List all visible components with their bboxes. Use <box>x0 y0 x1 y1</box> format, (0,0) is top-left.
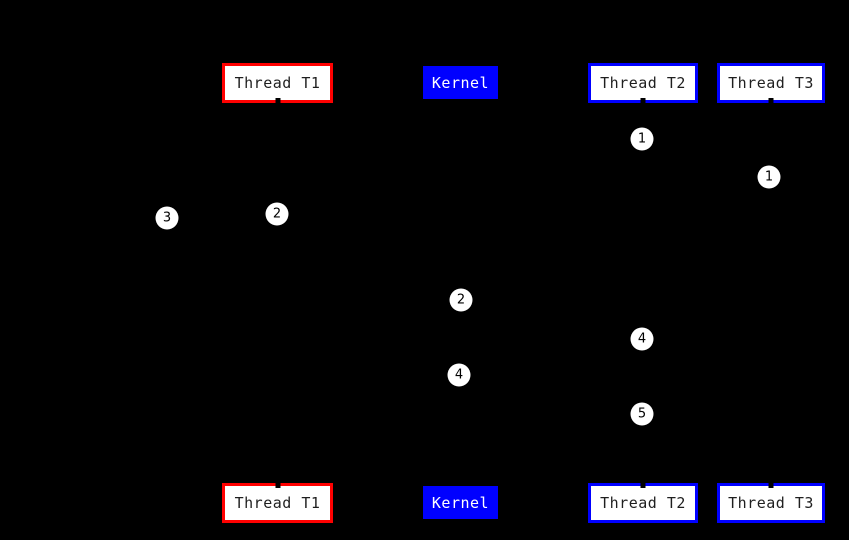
event-marker-number: 3 <box>162 210 172 226</box>
lifeline-stub <box>275 98 280 103</box>
thread-t1-label: Thread T1 <box>234 74 321 92</box>
event-marker-number: 1 <box>764 169 774 185</box>
lifeline-stub <box>640 483 646 488</box>
thread-t1-label: Thread T1 <box>234 494 321 512</box>
lifeline-stub <box>768 98 774 103</box>
lifeline-box-thread-t2-bottom: Thread T2 <box>588 483 698 523</box>
thread-t3-label: Thread T3 <box>728 74 814 92</box>
lifeline-box-thread-t3-bottom: Thread T3 <box>717 483 825 523</box>
event-marker-3: 3 <box>155 206 179 230</box>
thread-t2-label: Thread T2 <box>600 74 686 92</box>
lifeline-box-thread-t3-top: Thread T3 <box>717 63 825 103</box>
kernel-label: Kernel <box>431 493 490 512</box>
event-marker-1-thread-t3: 1 <box>757 165 781 189</box>
lifeline-stub <box>768 483 774 488</box>
event-marker-4-thread-t2: 4 <box>630 327 654 351</box>
event-marker-number: 1 <box>637 131 647 147</box>
thread-t3-label: Thread T3 <box>728 494 814 512</box>
lifeline-stub <box>275 483 280 488</box>
lifeline-box-thread-t1-bottom: Thread T1 <box>222 483 333 523</box>
lifeline-box-thread-t2-top: Thread T2 <box>588 63 698 103</box>
event-marker-1-thread-t2: 1 <box>630 127 654 151</box>
kernel-label: Kernel <box>431 73 490 92</box>
lifeline-box-kernel-bottom: Kernel <box>423 486 498 519</box>
event-marker-number: 2 <box>272 206 282 222</box>
lifeline-box-kernel-top: Kernel <box>423 66 498 99</box>
event-marker-number: 5 <box>637 406 647 422</box>
event-marker-2-kernel: 2 <box>449 288 473 312</box>
event-marker-number: 4 <box>637 331 647 347</box>
lifeline-stub <box>640 98 646 103</box>
event-marker-2-thread-t1: 2 <box>265 202 289 226</box>
event-marker-5-thread-t2: 5 <box>630 402 654 426</box>
event-marker-4-kernel: 4 <box>447 363 471 387</box>
event-marker-number: 2 <box>456 292 466 308</box>
event-marker-number: 4 <box>454 367 464 383</box>
lifeline-box-thread-t1-top: Thread T1 <box>222 63 333 103</box>
thread-t2-label: Thread T2 <box>600 494 686 512</box>
